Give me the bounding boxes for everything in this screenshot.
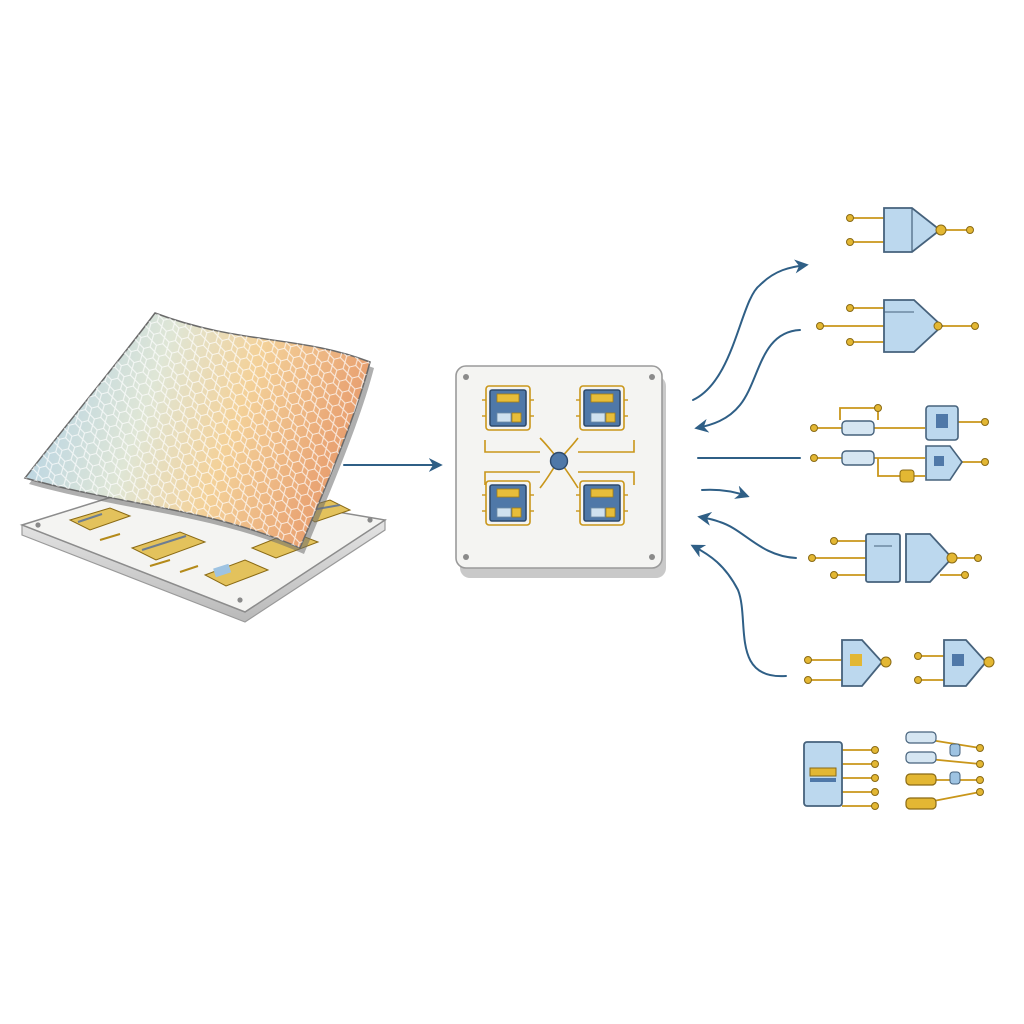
module-center-node xyxy=(549,451,569,471)
arrow-from-fifth-component xyxy=(690,544,787,678)
module-chip-top-left xyxy=(481,385,535,431)
component-triangle-amplifier-1 xyxy=(846,207,974,253)
component-triangle-amplifier-2 xyxy=(816,299,979,353)
four-chip-module xyxy=(455,365,666,578)
flow-arrows xyxy=(343,259,809,678)
component-dual-amplifier xyxy=(804,639,995,687)
arrow-to-top-component xyxy=(692,259,809,401)
component-capacitor-amplifier xyxy=(808,533,982,583)
module-chip-bottom-left xyxy=(481,480,535,526)
arrow-from-fourth-component xyxy=(697,511,797,559)
component-resistor-network xyxy=(810,404,989,483)
module-chip-top-right xyxy=(575,385,629,431)
flexible-hexagonal-sheet xyxy=(23,312,374,554)
component-ic-resistor-array xyxy=(803,731,984,810)
arrow-short-right xyxy=(701,485,750,499)
module-chip-bottom-right xyxy=(575,480,629,526)
arrow-from-second-component xyxy=(694,329,801,433)
